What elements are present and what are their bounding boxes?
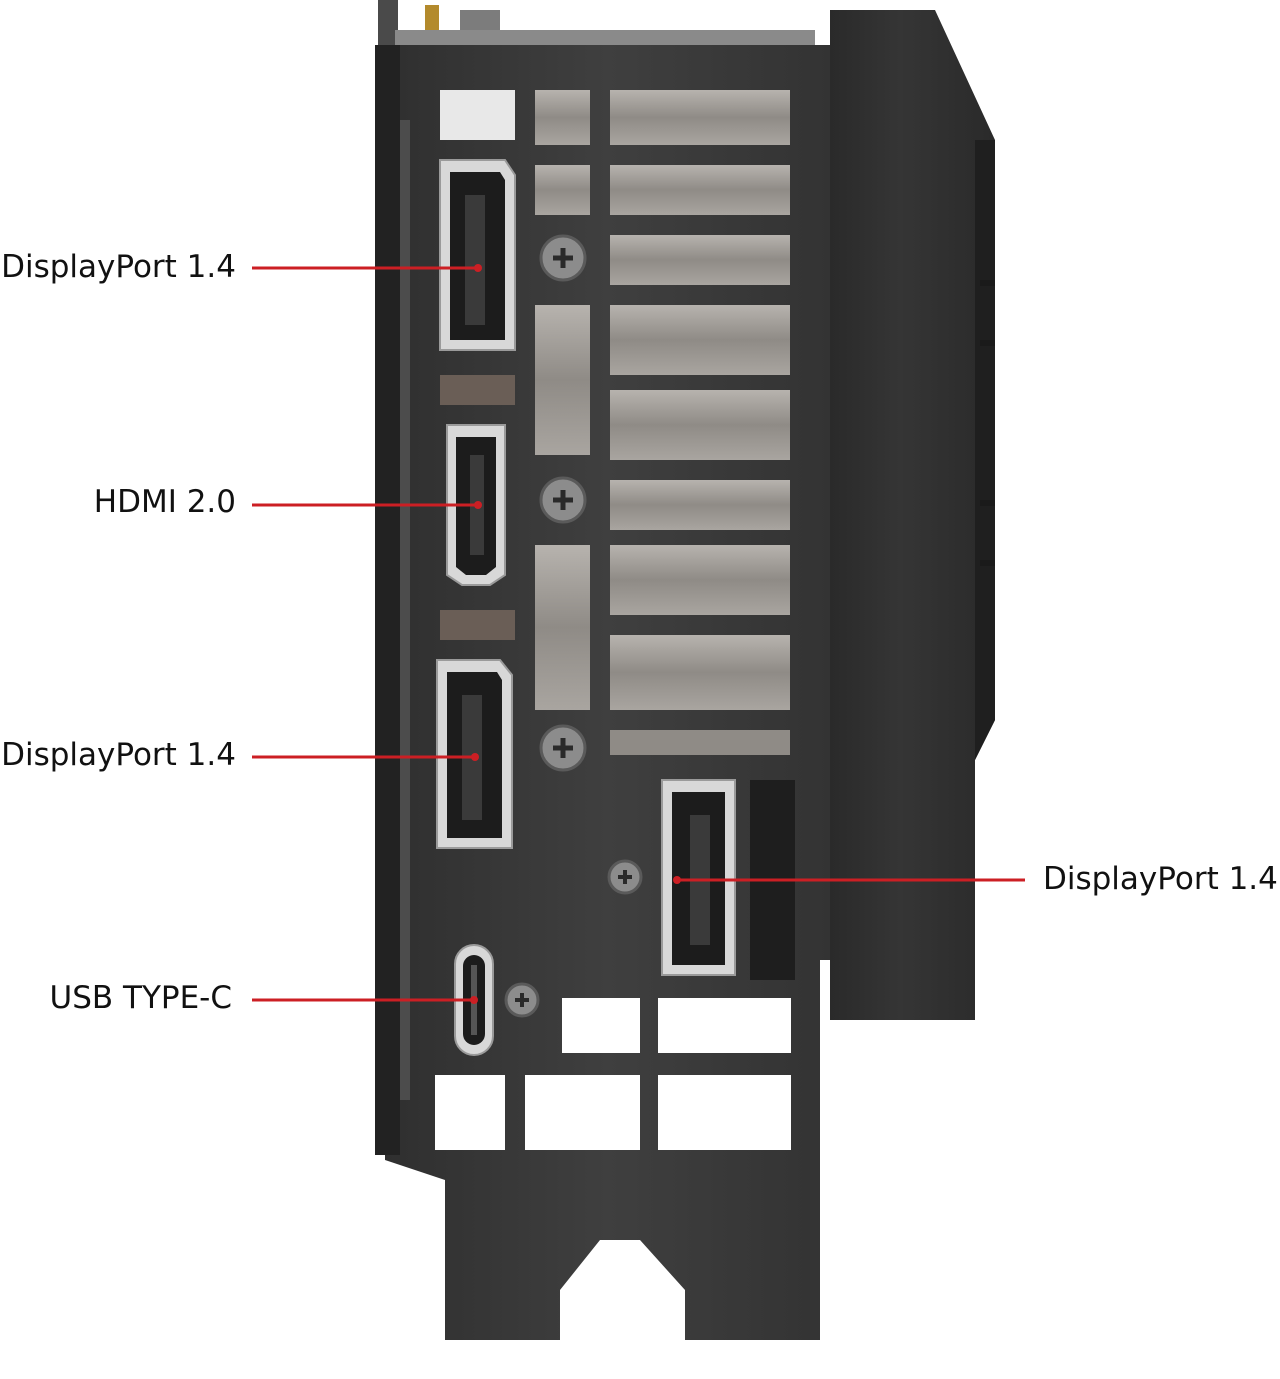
leader-lines (252, 264, 1025, 1004)
label-displayport-top: DisplayPort 1.4 (1, 249, 236, 285)
vent-openings (440, 90, 795, 980)
cooler-shroud (805, 10, 995, 1020)
label-usb-type-c: USB TYPE-C (49, 980, 232, 1016)
bracket-screws (504, 234, 643, 1018)
label-displayport-right: DisplayPort 1.4 (1043, 861, 1278, 897)
label-displayport-middle: DisplayPort 1.4 (1, 737, 236, 773)
bottom-vents (435, 998, 791, 1150)
displayport-right-port (661, 779, 736, 976)
displayport-top-port (439, 159, 516, 351)
label-hdmi: HDMI 2.0 (93, 484, 236, 520)
